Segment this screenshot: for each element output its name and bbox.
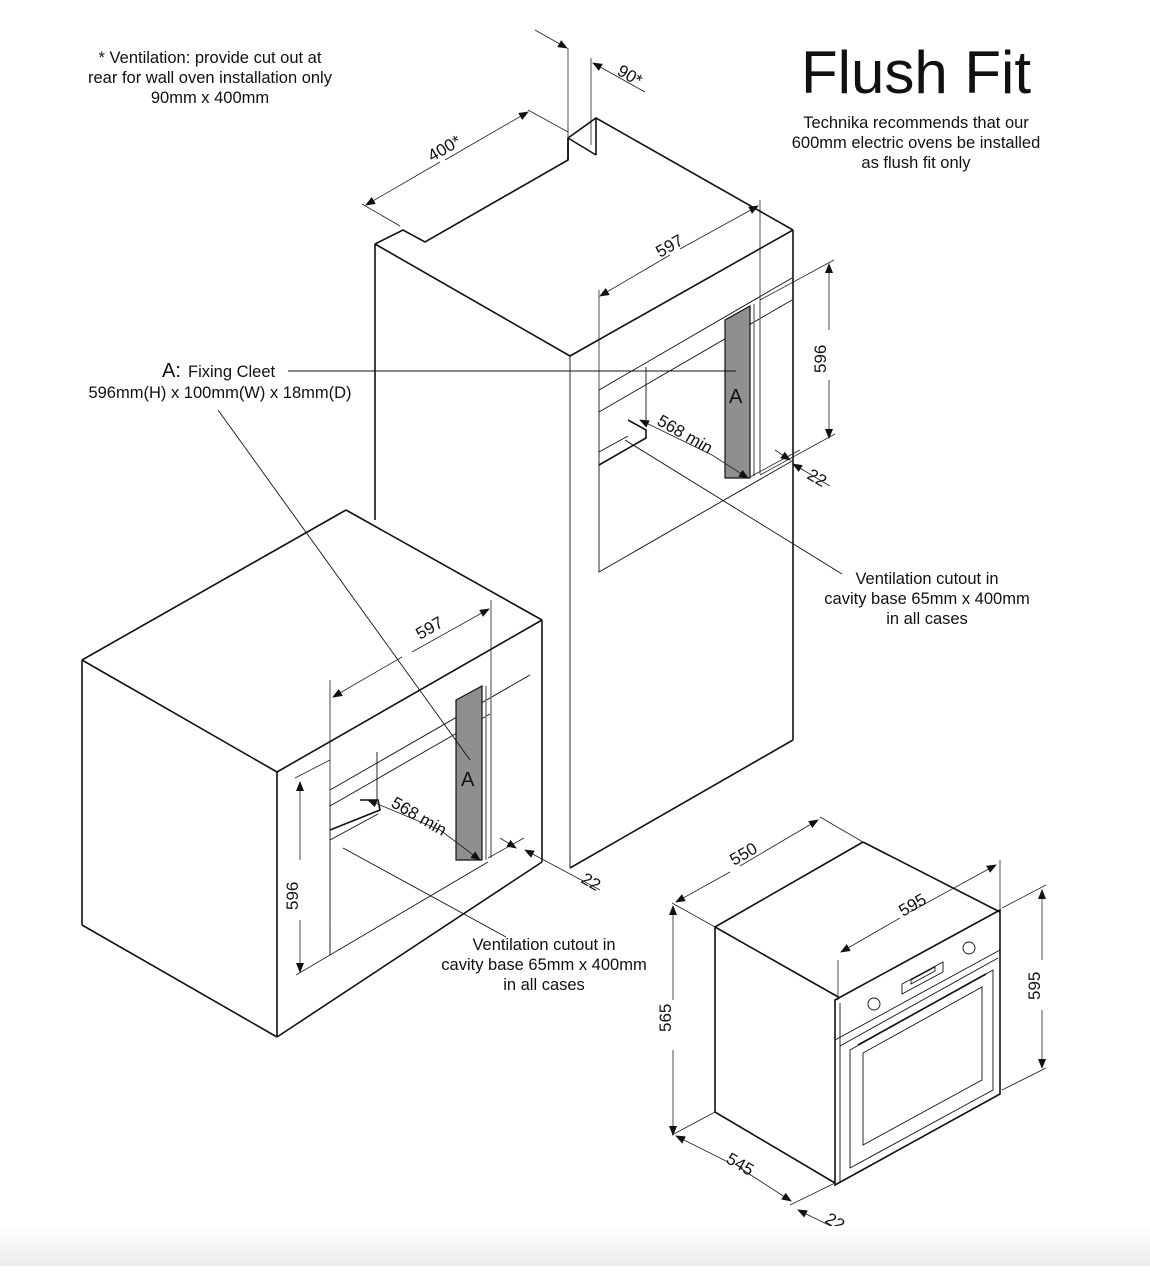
oven-appliance: 550 595 595 565 545 22 <box>656 816 1047 1235</box>
oven-body-depth-label: 545 <box>723 1149 757 1180</box>
fixing-cleet-letter: A: <box>162 360 181 382</box>
fixing-cleet-tall <box>724 304 751 479</box>
vent-cutout-tall-line-2: cavity base 65mm x 400mm <box>824 590 1029 608</box>
tall-opening-width-label: 597 <box>653 231 687 262</box>
ventilation-cutout-callout-tall: Ventilation cutout in cavity base 65mm x… <box>824 570 1029 628</box>
vent-cutout-base-line-1: Ventilation cutout in <box>472 936 615 954</box>
subtitle-line-3: as flush fit only <box>861 154 971 172</box>
oven-front-width-label: 595 <box>896 890 930 921</box>
vent-cutout-tall-line-3: in all cases <box>886 610 968 628</box>
oven-body-height-label: 565 <box>656 1004 675 1032</box>
tall-rear-cutout-depth-label: 400* <box>425 131 465 165</box>
subtitle: Technika recommends that our 600mm elect… <box>792 114 1041 172</box>
subtitle-line-1: Technika recommends that our <box>803 114 1029 132</box>
subtitle-line-2: 600mm electric ovens be installed <box>792 134 1041 152</box>
tall-opening-height-label: 596 <box>811 345 830 373</box>
tall-rear-cutout-width-label: 90* <box>614 61 646 90</box>
tall-cleet-marker: A <box>729 386 743 408</box>
cleet-leader-line-base <box>217 409 471 761</box>
ventilation-note: * Ventilation: provide cut out at rear f… <box>88 49 333 107</box>
tall-min-depth-label: 568 min <box>654 411 716 458</box>
control-knob-right <box>962 941 976 955</box>
fixing-cleet-base <box>455 684 483 861</box>
base-cleet-marker: A <box>461 769 475 791</box>
display-panel <box>901 961 944 995</box>
ventilation-note-line-3: 90mm x 400mm <box>151 89 269 107</box>
fixing-cleet-label: Fixing Cleet <box>188 363 276 381</box>
tall-setback-label: 22 <box>804 465 830 491</box>
page-title: Flush Fit <box>801 39 1031 106</box>
base-opening-height-label: 596 <box>283 882 302 910</box>
vent-leader-line-base <box>342 847 507 938</box>
oven-depth-top-label: 550 <box>727 839 761 870</box>
fixing-cleet-callout: A: Fixing Cleet 596mm(H) x 100mm(W) x 18… <box>88 360 351 402</box>
vent-cutout-base-line-2: cavity base 65mm x 400mm <box>441 956 646 974</box>
vent-leader-line-tall <box>624 439 843 575</box>
ventilation-cutout-callout-base: Ventilation cutout in cavity base 65mm x… <box>441 936 646 994</box>
control-knob-left <box>867 997 881 1011</box>
ventilation-note-line-1: * Ventilation: provide cut out at <box>99 49 322 67</box>
fixing-cleet-size: 596mm(H) x 100mm(W) x 18mm(D) <box>88 384 351 402</box>
bottom-fade <box>0 1226 1150 1266</box>
base-housing-unit: 597 596 568 min 22 A <box>81 509 604 1038</box>
base-setback-label: 22 <box>578 869 604 895</box>
ventilation-note-line-2: rear for wall oven installation only <box>88 69 333 87</box>
door-handle <box>857 973 987 1046</box>
oven-front-height-label: 595 <box>1025 972 1044 1000</box>
vent-cutout-base-line-3: in all cases <box>503 976 585 994</box>
vent-cutout-tall-line-1: Ventilation cutout in <box>855 570 998 588</box>
